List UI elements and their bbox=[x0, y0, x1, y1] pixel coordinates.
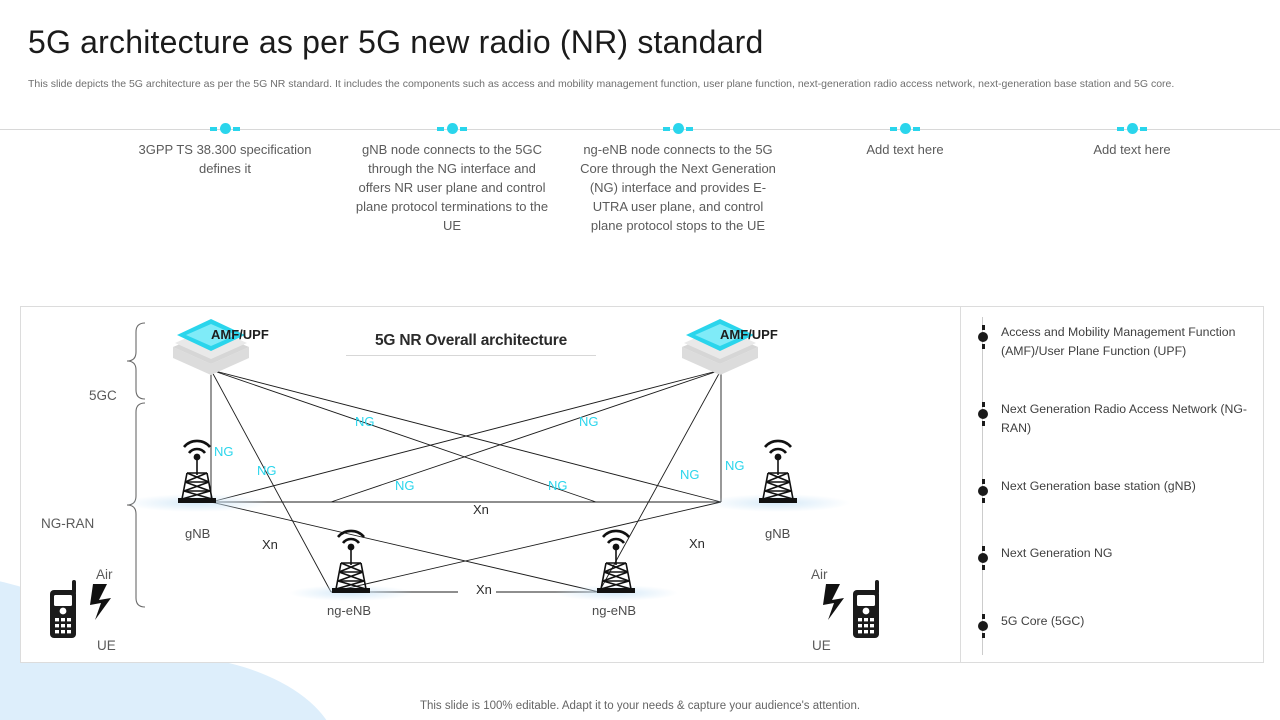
ue-label-air-0: Air bbox=[96, 567, 113, 582]
timeline-node-5[interactable] bbox=[1115, 118, 1149, 140]
brace-label-ngran: NG-RAN bbox=[41, 516, 95, 531]
tower-ngenb-right bbox=[602, 529, 630, 544]
timeline-dash-left-icon bbox=[1117, 127, 1124, 131]
timeline-item-text: Add text here bbox=[1093, 142, 1171, 157]
link-label-ng-5: NG bbox=[548, 478, 568, 493]
node-label-gnb-left: gNB bbox=[185, 526, 211, 541]
ue-phone-right bbox=[853, 580, 879, 638]
timeline-dash-right-icon bbox=[1140, 127, 1147, 131]
link-label-ng-4: NG bbox=[395, 478, 415, 493]
legend-item-label: 5G Core (5GC) bbox=[1001, 614, 1085, 628]
timeline-dash-right-icon bbox=[913, 127, 920, 131]
timeline-item-text: ng-eNB node connects to the 5G Core thro… bbox=[580, 142, 776, 233]
timeline-node-2[interactable] bbox=[435, 118, 469, 140]
node-label-ngenb-left: ng-eNB bbox=[327, 603, 372, 618]
ue-phone-left bbox=[50, 580, 76, 638]
legend-bullet-icon bbox=[976, 614, 989, 638]
link-label-ng-1: NG bbox=[579, 414, 599, 429]
legend-item-label: Next Generation base station (gNB) bbox=[1001, 479, 1196, 493]
legend-item-label: Next Generation Radio Access Network (NG… bbox=[1001, 402, 1248, 435]
link-label-ng-6: NG bbox=[680, 467, 700, 482]
timeline-item-2[interactable]: gNB node connects to the 5GC through the… bbox=[349, 118, 555, 235]
amf-upf-icon-right bbox=[682, 319, 758, 375]
legend-bullet-icon bbox=[976, 479, 989, 503]
timeline-item-text: 3GPP TS 38.300 specification defines it bbox=[138, 142, 312, 176]
brace-label-5gc: 5GC bbox=[89, 388, 117, 403]
timeline-dot-icon bbox=[447, 123, 458, 134]
air-lightning-left bbox=[90, 584, 111, 620]
link-label-ng-3: NG bbox=[257, 463, 277, 478]
timeline-dash-left-icon bbox=[890, 127, 897, 131]
panel-divider bbox=[960, 307, 961, 662]
node-label-amf-upf-left: AMF/UPF bbox=[211, 327, 269, 342]
legend-item-label: Next Generation NG bbox=[1001, 546, 1113, 560]
timeline-items: 3GPP TS 38.300 specification defines it g… bbox=[0, 118, 1280, 278]
timeline-rule bbox=[0, 129, 1280, 130]
node-label-amf-upf-right: AMF/UPF bbox=[720, 327, 778, 342]
air-lightning-right bbox=[823, 584, 844, 620]
node-label-gnb-right: gNB bbox=[765, 526, 791, 541]
timeline-dash-left-icon bbox=[437, 127, 444, 131]
page-subtitle: This slide depicts the 5G architecture a… bbox=[28, 78, 1175, 90]
timeline-item-text: Add text here bbox=[866, 142, 944, 157]
legend-bullet-icon bbox=[976, 325, 989, 349]
amf-upf-icon-left bbox=[173, 319, 249, 375]
link-label-ng-0: NG bbox=[355, 414, 375, 429]
timeline-dot-icon bbox=[220, 123, 231, 134]
link-label-ng-2: NG bbox=[214, 444, 234, 459]
link-label-xn-9: Xn bbox=[262, 537, 278, 552]
diagram-title: 5G NR Overall architecture bbox=[346, 332, 596, 356]
timeline-dash-right-icon bbox=[460, 127, 467, 131]
node-label-ngenb-right: ng-eNB bbox=[592, 603, 637, 618]
ue-label-ue-1: UE bbox=[97, 638, 116, 653]
timeline-dash-right-icon bbox=[686, 127, 693, 131]
tower-gnb-right bbox=[764, 439, 792, 454]
timeline-item-5[interactable]: Add text here bbox=[1029, 118, 1235, 159]
architecture-panel: 5G NR Overall architecture bbox=[20, 306, 1264, 663]
timeline-dash-left-icon bbox=[663, 127, 670, 131]
timeline-node-4[interactable] bbox=[888, 118, 922, 140]
timeline-dot-icon bbox=[1127, 123, 1138, 134]
slide-footer: This slide is 100% editable. Adapt it to… bbox=[419, 700, 861, 712]
ue-label-air-2: Air bbox=[811, 567, 828, 582]
timeline-item-3[interactable]: ng-eNB node connects to the 5G Core thro… bbox=[575, 118, 781, 235]
legend-bullet-icon bbox=[976, 402, 989, 426]
legend: Access and Mobility Management Function … bbox=[961, 307, 1264, 662]
page-title: 5G architecture as per 5G new radio (NR)… bbox=[28, 24, 764, 60]
ue-label-ue-3: UE bbox=[812, 638, 831, 653]
timeline-dot-icon bbox=[900, 123, 911, 134]
link-label-xn-8: Xn bbox=[473, 502, 489, 517]
tower-gnb-left bbox=[183, 439, 211, 454]
legend-item-label: Access and Mobility Management Function … bbox=[1001, 325, 1236, 358]
timeline-node-1[interactable] bbox=[208, 118, 242, 140]
tower-ngenb-left bbox=[337, 529, 365, 544]
link-label-ng-7: NG bbox=[725, 458, 745, 473]
timeline-node-3[interactable] bbox=[661, 118, 695, 140]
legend-bullet-icon bbox=[976, 546, 989, 570]
timeline-item-1[interactable]: 3GPP TS 38.300 specification defines it bbox=[122, 118, 328, 178]
link-label-xn-10: Xn bbox=[689, 536, 705, 551]
timeline-dash-left-icon bbox=[210, 127, 217, 131]
timeline-dot-icon bbox=[673, 123, 684, 134]
link-label-xn-11: Xn bbox=[476, 582, 492, 597]
architecture-diagram bbox=[50, 319, 879, 638]
timeline-item-text: gNB node connects to the 5GC through the… bbox=[355, 142, 549, 233]
timeline-dash-right-icon bbox=[233, 127, 240, 131]
timeline-item-4[interactable]: Add text here bbox=[802, 118, 1008, 159]
